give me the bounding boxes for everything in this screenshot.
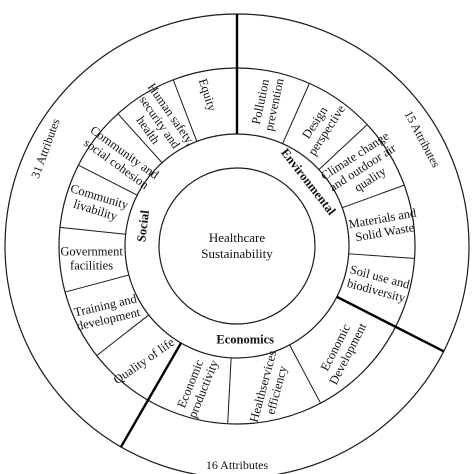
- center-circle: [158, 167, 316, 325]
- attribute-divider-2: [78, 164, 138, 196]
- social-attribute-5: Training anddevelopment: [72, 291, 142, 333]
- social-attribute-0-line: Equity: [196, 77, 220, 114]
- category-social-line: Social: [134, 209, 152, 243]
- social-attribute-0: Equity: [196, 77, 220, 114]
- category-economics-line: Economics: [216, 333, 274, 347]
- attribute-divider-1: [117, 113, 163, 164]
- social-attribute-4-line: facilities: [70, 259, 113, 273]
- environmental-attribute-3: Materials andSolid Waste: [347, 206, 420, 246]
- economics-attribute-1: Healthservicesefficiency: [247, 349, 293, 427]
- social-attribute-3: Communitylivability: [65, 181, 131, 225]
- attribute-divider-11: [227, 357, 232, 424]
- environmental-attribute-count-line: 15 Attributes: [402, 108, 444, 170]
- center-title-line: Healthcare: [209, 230, 266, 245]
- environmental-attribute-1: Designperspective: [293, 95, 348, 158]
- social-attribute-4-line: Government: [60, 245, 123, 259]
- attribute-divider-8: [342, 184, 405, 209]
- category-economics: Economics: [216, 333, 274, 347]
- economics-attribute-0: Economicproductivity: [172, 352, 221, 420]
- environmental-attribute-4: Soil use andbiodiversity: [345, 262, 412, 305]
- dimension-divider-2: [119, 342, 183, 448]
- wheel-spokes: [59, 14, 445, 448]
- attribute-divider-9: [348, 253, 415, 259]
- dimension-divider-1: [336, 295, 445, 353]
- social-attribute-count-line: 31 Attributes: [28, 116, 63, 180]
- environmental-attribute-count: 15 Attributes: [402, 108, 444, 170]
- attribute-divider-4: [64, 274, 129, 293]
- economics-attribute-2: EconomicDevelopment: [314, 314, 370, 387]
- category-social: Social: [134, 209, 152, 243]
- attribute-divider-10: [289, 344, 322, 404]
- social-attribute-6-line: Quality of life: [111, 335, 177, 387]
- attribute-divider-6: [282, 83, 310, 144]
- center-title-line: Sustainability: [201, 246, 273, 261]
- attribute-divider-3: [59, 226, 126, 235]
- attribute-divider-5: [96, 314, 150, 356]
- environmental-attribute-2: Climate changeand outdoor airquality: [318, 128, 407, 206]
- attribute-divider-7: [318, 124, 368, 170]
- social-attribute-6: Quality of life: [111, 335, 177, 387]
- economics-attribute-count-line: 16 Attributes: [206, 458, 269, 472]
- attribute-divider-0: [172, 79, 198, 142]
- economics-attribute-count: 16 Attributes: [206, 458, 269, 472]
- environmental-attribute-0: Pollutionprevention: [248, 73, 287, 132]
- social-attribute-count: 31 Attributes: [28, 116, 63, 180]
